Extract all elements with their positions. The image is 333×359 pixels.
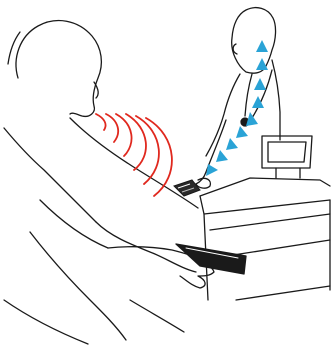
thermal-printer-icon: [174, 180, 200, 196]
customer-lap: [130, 300, 184, 332]
wave-4: [126, 114, 146, 170]
arrow-3: [254, 78, 266, 90]
wave-1: [96, 114, 106, 130]
customer-head: [16, 21, 101, 117]
staff-lanyard: [245, 70, 272, 118]
register-screen-inner: [268, 142, 306, 162]
customer-hair: [8, 32, 20, 64]
customer-seat: [4, 300, 88, 344]
wave-2: [106, 114, 118, 142]
customer-figure: [4, 21, 214, 344]
arrow-9: [206, 164, 218, 176]
counter-front: [200, 196, 330, 214]
register-stand: [276, 168, 300, 178]
arrow-6: [236, 126, 248, 138]
staff-back: [272, 60, 280, 140]
arrow-8: [216, 150, 228, 162]
staff-head: [232, 8, 276, 74]
counter-top: [200, 178, 330, 196]
arrow-7: [226, 138, 238, 150]
arrow-1: [256, 40, 268, 52]
arrow-2: [256, 58, 268, 70]
staff-front: [206, 74, 240, 156]
customer-back: [4, 128, 96, 222]
customer-shoulder: [70, 118, 198, 208]
